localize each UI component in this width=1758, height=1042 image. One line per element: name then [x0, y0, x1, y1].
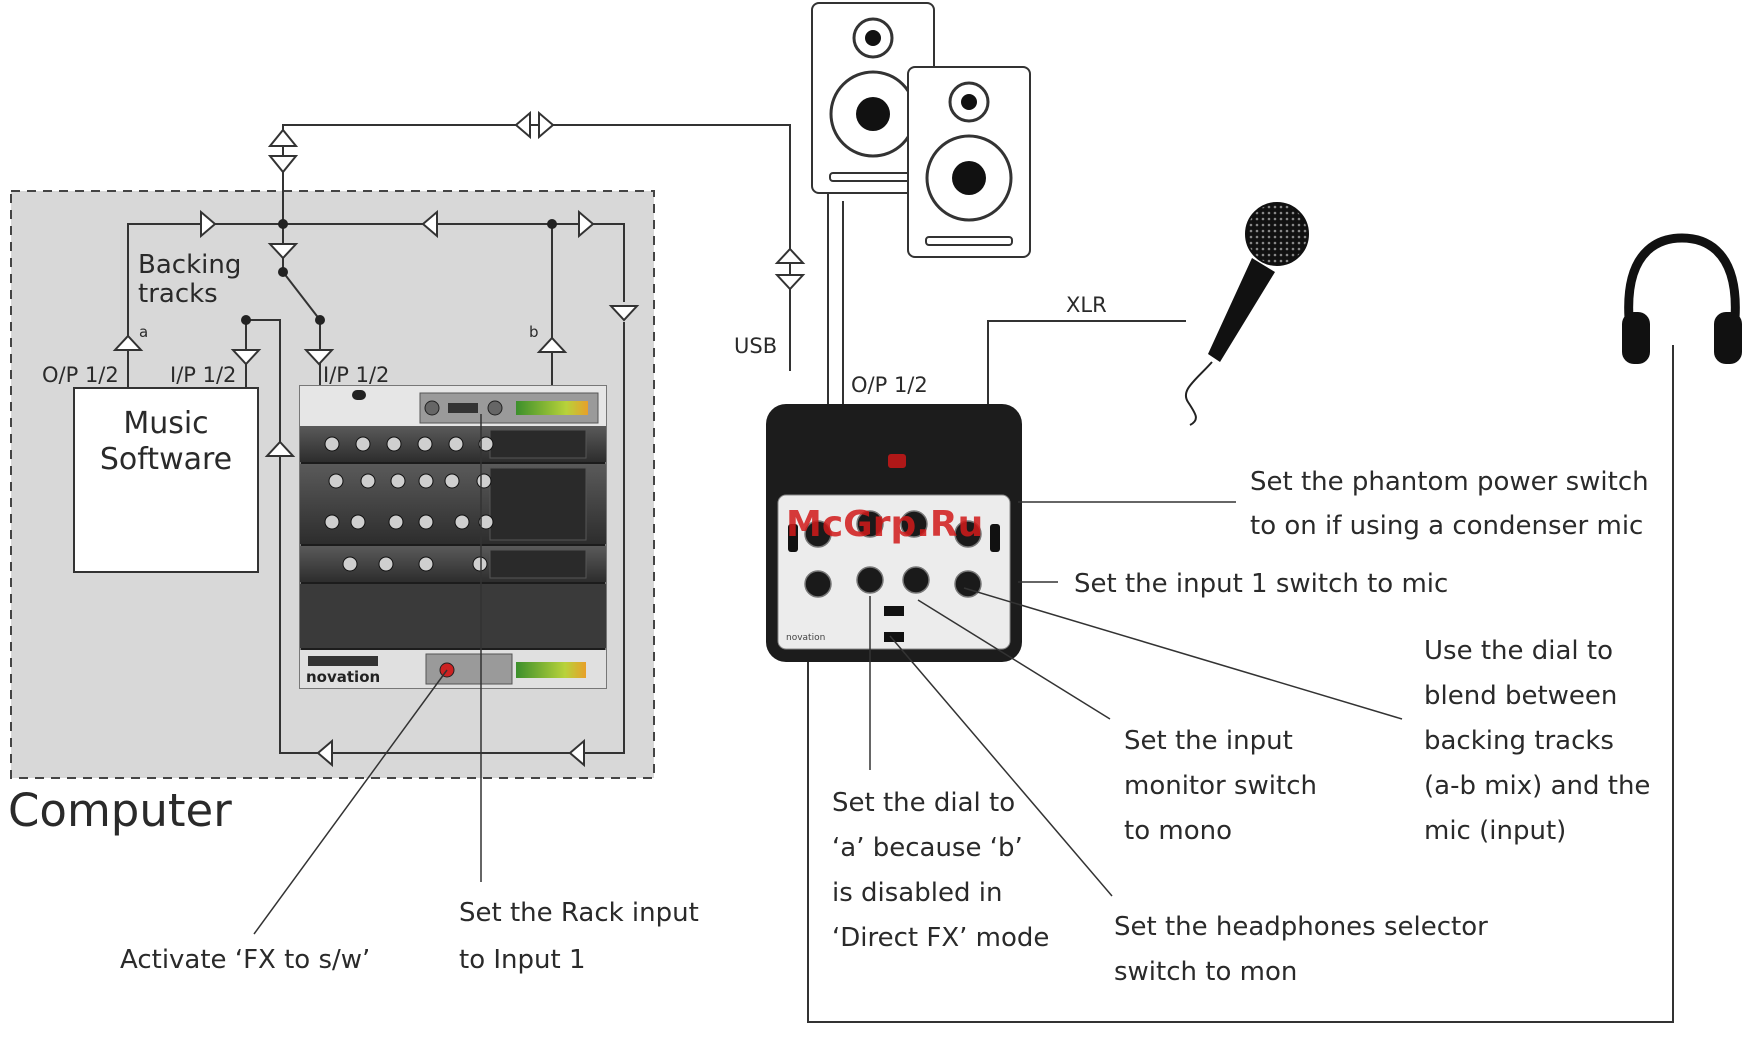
signal-arrows — [112, 110, 806, 768]
op-port-label-left: O/P 1/2 — [42, 363, 119, 387]
annotation-headphones-1: Set the headphones selector — [1114, 912, 1488, 942]
audio-interface: novation — [766, 404, 1022, 662]
junction-dots — [241, 219, 557, 325]
backing-tracks-label-2: tracks — [138, 279, 218, 309]
studio-monitor-right — [907, 66, 1031, 258]
annotation-blend-5: mic (input) — [1424, 816, 1566, 846]
annotation-monitor-3: to mono — [1124, 816, 1232, 846]
annotation-rack-input-2: to Input 1 — [459, 945, 586, 975]
fx-rack-window: novation — [299, 385, 607, 689]
annotation-blend-3: backing tracks — [1424, 726, 1614, 756]
port-b-label: b — [529, 323, 539, 341]
ip-port-label-rack: I/P 1/2 — [323, 363, 389, 387]
annotation-fx-sw: Activate ‘FX to s/w’ — [120, 945, 370, 975]
annotation-phantom-1: Set the phantom power switch — [1250, 467, 1649, 497]
music-software-label: Music — [123, 406, 208, 441]
watermark-text: McGrp.Ru — [786, 504, 983, 545]
computer-label: Computer — [8, 784, 232, 837]
port-a-label: a — [139, 323, 148, 341]
annotation-dial-a-3: is disabled in — [832, 878, 1002, 908]
interface-brand-label: novation — [786, 633, 825, 643]
annotation-monitor-1: Set the input — [1124, 726, 1293, 756]
annotation-dial-a-1: Set the dial to — [832, 788, 1015, 818]
annotation-headphones-2: switch to mon — [1114, 957, 1297, 987]
annotation-monitor-2: monitor switch — [1124, 771, 1317, 801]
rack-brand-label: novation — [306, 668, 380, 686]
music-software-label-2: Software — [100, 442, 232, 477]
xlr-label: XLR — [1066, 293, 1107, 317]
ip-port-label-software: I/P 1/2 — [170, 363, 236, 387]
annotation-rack-input-1: Set the Rack input — [459, 898, 699, 928]
microphone-icon — [1185, 202, 1309, 426]
annotation-blend-4: (a-b mix) and the — [1424, 771, 1650, 801]
op-port-label-device: O/P 1/2 — [851, 373, 928, 397]
headphones-icon — [1622, 233, 1742, 364]
annotation-blend-2: blend between — [1424, 681, 1617, 711]
usb-label: USB — [734, 334, 777, 358]
annotation-phantom-2: to on if using a condenser mic — [1250, 511, 1643, 541]
annotation-input1: Set the input 1 switch to mic — [1074, 569, 1448, 599]
studio-monitor-left — [811, 2, 935, 194]
music-software-box — [73, 387, 259, 573]
annotation-lines — [253, 414, 1403, 935]
annotation-blend-1: Use the dial to — [1424, 636, 1613, 666]
backing-tracks-label: Backing — [138, 250, 241, 280]
annotation-dial-a-4: ‘Direct FX’ mode — [832, 923, 1049, 953]
annotation-dial-a-2: ‘a’ because ‘b’ — [832, 833, 1023, 863]
